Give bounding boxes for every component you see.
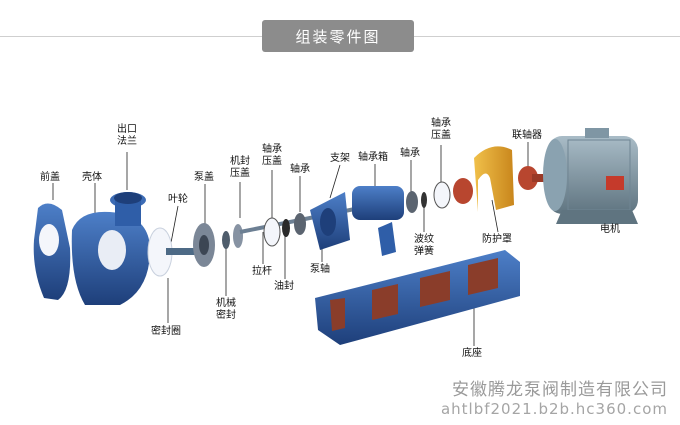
- bearing-1-part: [294, 213, 306, 235]
- label-housing: 壳体: [82, 172, 102, 183]
- label-support: 支架: [330, 153, 350, 164]
- label-guard: 防护罩: [482, 234, 512, 245]
- label-mech-seal: 机械 密封: [216, 298, 236, 321]
- coupling-left-part: [453, 178, 473, 204]
- label-front-cover: 前盖: [40, 172, 60, 183]
- motor-part: [543, 128, 638, 224]
- front-cover-part: [33, 203, 71, 300]
- housing-part: [71, 192, 150, 305]
- header-title: 组装零件图: [262, 20, 414, 52]
- header-line-right: [414, 36, 680, 37]
- seal-gland-part: [233, 224, 243, 248]
- label-pump-cover: 泵盖: [194, 172, 214, 183]
- oil-seal-part: [282, 219, 290, 237]
- guard-part: [474, 146, 514, 212]
- bearing-box-part: [352, 186, 404, 256]
- label-bearing-2: 轴承: [400, 148, 420, 159]
- label-seal-ring: 密封圈: [151, 326, 181, 337]
- label-impeller: 叶轮: [168, 194, 188, 205]
- site-watermark: ahtlbf2021.b2b.hc360.com: [440, 400, 668, 418]
- bearing-gland-1-part: [263, 217, 281, 247]
- bearing-gland-2-part: [433, 181, 451, 209]
- label-wave-spring: 波纹 弹簧: [414, 234, 434, 257]
- label-bearing-1: 轴承: [290, 164, 310, 175]
- label-bearing-gland-1: 轴承 压盖: [262, 144, 282, 167]
- header-line-left: [0, 36, 262, 37]
- label-bearing-box: 轴承箱: [358, 152, 388, 163]
- bearing-2-part: [406, 191, 418, 213]
- label-pump-shaft: 泵轴: [310, 264, 330, 275]
- label-motor: 电机: [600, 224, 620, 235]
- wave-spring-part: [421, 192, 427, 208]
- base-part: [315, 250, 520, 345]
- label-seal-gland: 机封 压盖: [230, 156, 250, 179]
- company-watermark: 安徽腾龙泵阀制造有限公司: [452, 380, 668, 400]
- mech-seal-part: [222, 231, 230, 249]
- impeller-part: [147, 227, 200, 277]
- label-base: 底座: [462, 348, 482, 359]
- coupling-right-part: [518, 166, 538, 190]
- label-tie-rod: 拉杆: [252, 266, 272, 277]
- label-oil-seal: 油封: [274, 281, 294, 292]
- label-outlet-flange: 出口 法兰: [117, 124, 137, 147]
- label-coupling: 联轴器: [512, 130, 542, 141]
- label-bearing-gland-2: 轴承 压盖: [431, 118, 451, 141]
